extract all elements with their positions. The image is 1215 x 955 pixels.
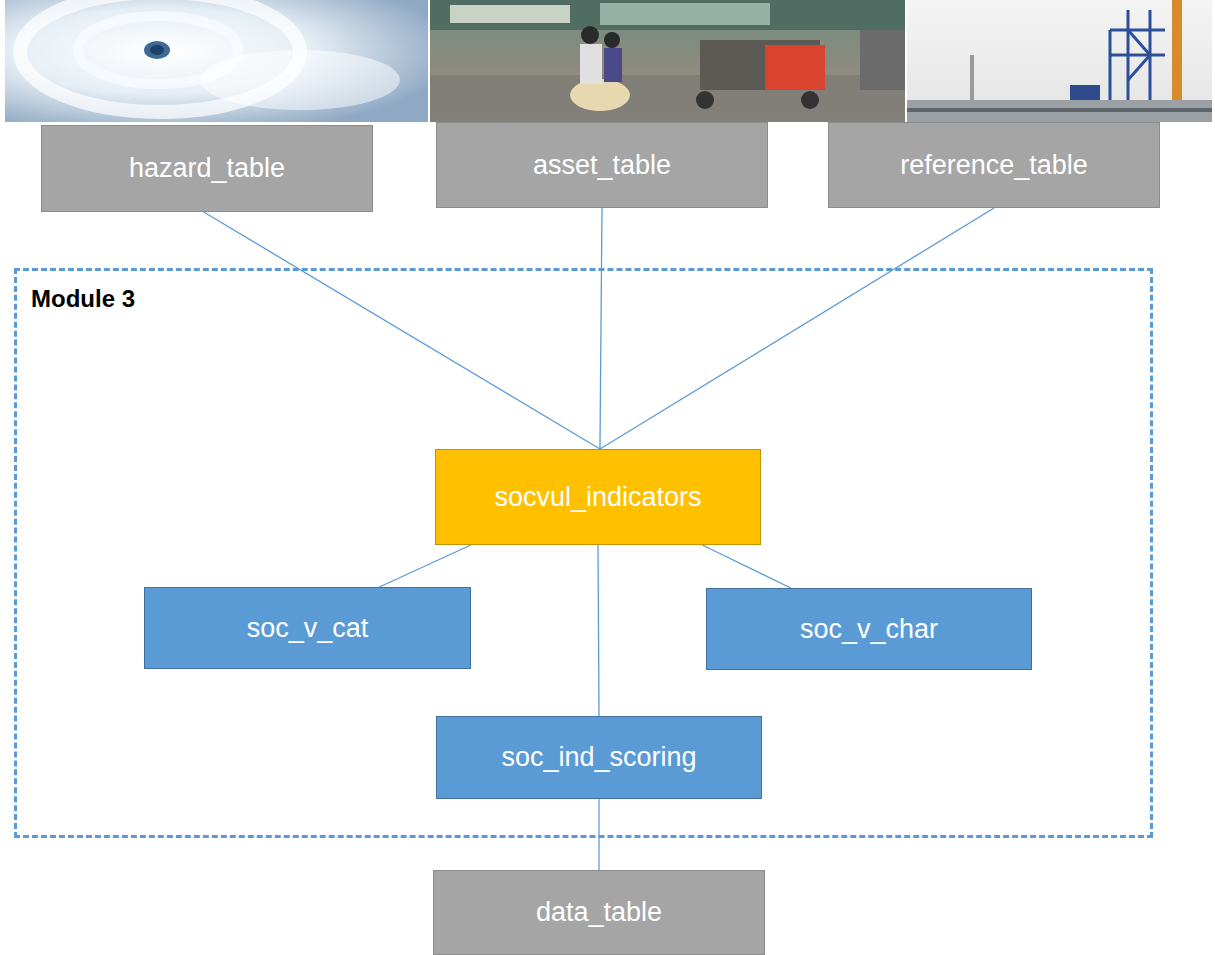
box-label: soc_v_cat xyxy=(247,613,369,644)
connector-line xyxy=(598,545,599,716)
box-label: reference_table xyxy=(900,150,1088,181)
box-label: soc_v_char xyxy=(800,614,938,645)
module-group: Module 3 socvul_indicators soc_v_cat soc_v_… xyxy=(14,268,1153,838)
group-label: Module 3 xyxy=(31,285,135,313)
box-label: data_table xyxy=(536,897,662,928)
connector-line xyxy=(204,212,600,449)
hurricane-photo xyxy=(5,0,428,122)
box-label: asset_table xyxy=(533,150,671,181)
flood-street-photo xyxy=(430,0,905,122)
box-label: socvul_indicators xyxy=(494,482,701,513)
process-box: soc_v_char xyxy=(706,588,1032,670)
connector-line xyxy=(600,208,602,449)
box-label: soc_ind_scoring xyxy=(501,742,696,773)
box-label: hazard_table xyxy=(129,153,285,184)
input-table-box: hazard_table xyxy=(41,125,373,212)
port-crane-photo xyxy=(907,0,1212,122)
process-box: soc_ind_scoring xyxy=(436,716,762,799)
photo-strip xyxy=(0,0,1215,125)
connector-line xyxy=(379,545,470,587)
main-process-box: socvul_indicators xyxy=(435,449,761,545)
connector-line xyxy=(598,799,599,870)
output-table-box: data_table xyxy=(433,870,765,955)
process-box: soc_v_cat xyxy=(144,587,471,669)
connector-line xyxy=(702,545,790,588)
connector-line xyxy=(600,208,994,449)
input-table-box: reference_table xyxy=(828,122,1160,208)
input-table-box: asset_table xyxy=(436,122,768,208)
